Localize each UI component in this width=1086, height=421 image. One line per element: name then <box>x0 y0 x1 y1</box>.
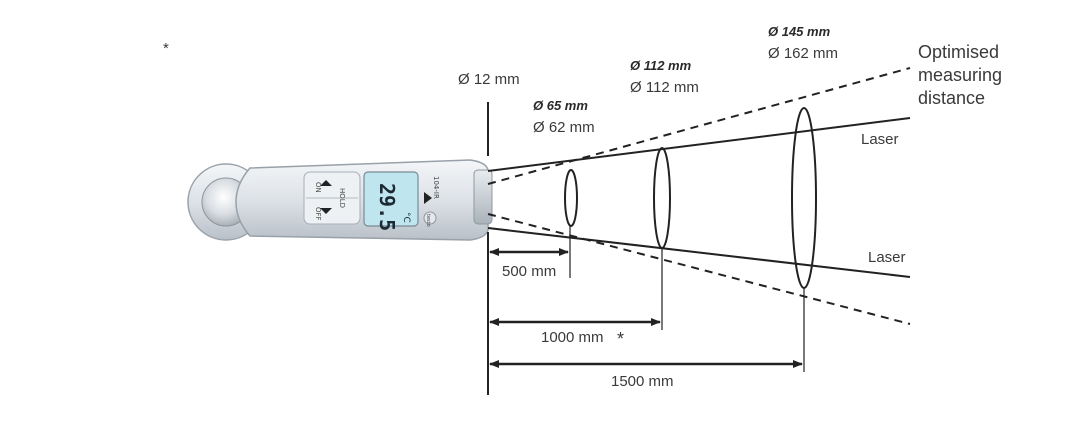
laser-line-top <box>487 117 911 172</box>
display-value: 29.5 <box>375 183 399 231</box>
distance-1000-label: 1000 mm <box>541 329 604 346</box>
thermometer-device: ON OFF HOLD 29.5 °C 104-IR testo <box>187 159 493 241</box>
optimised-label-line3: distance <box>918 88 985 108</box>
lcd-display <box>363 171 419 227</box>
hold-label: HOLD <box>338 188 346 208</box>
laser-label-top: Laser <box>861 131 899 148</box>
model-label: 104-IR <box>432 176 440 199</box>
laser-label-bottom: Laser <box>868 249 906 266</box>
diameter-1500-laser: Ø 162 mm <box>768 45 838 62</box>
distance-1500-label: 1500 mm <box>611 373 674 390</box>
diameter-1000-optimised: Ø 112 mm <box>630 58 692 73</box>
optimised-line-top <box>487 67 911 185</box>
diameter-500-laser: Ø 62 mm <box>533 119 595 136</box>
on-label: ON <box>314 182 322 193</box>
display-unit: °C <box>401 212 411 223</box>
footnote-mark: * <box>163 40 169 57</box>
spot-1000 <box>653 147 671 249</box>
arrow-down-icon <box>320 208 332 214</box>
spot-500 <box>564 169 578 227</box>
nav-arrow-icon <box>424 192 432 204</box>
optimised-label-line2: measuring <box>918 65 1002 85</box>
diameter-1000-laser: Ø 112 mm <box>630 79 699 96</box>
spot-1500 <box>791 107 817 289</box>
diameter-1500-optimised: Ø 145 mm <box>768 24 831 39</box>
diameter-at-device: Ø 12 mm <box>458 71 520 88</box>
brand-label: testo <box>425 214 431 227</box>
optimised-line-bottom <box>487 213 911 325</box>
diameter-500-optimised: Ø 65 mm <box>533 98 588 113</box>
distance-500-label: 500 mm <box>502 263 556 280</box>
brand-logo <box>423 211 437 225</box>
laser-line-bottom <box>487 227 911 278</box>
off-label: OFF <box>314 207 322 221</box>
optimised-label-line1: Optimised <box>918 42 999 62</box>
arrow-up-icon <box>320 180 332 186</box>
distance-1000-mark: * <box>617 329 624 349</box>
